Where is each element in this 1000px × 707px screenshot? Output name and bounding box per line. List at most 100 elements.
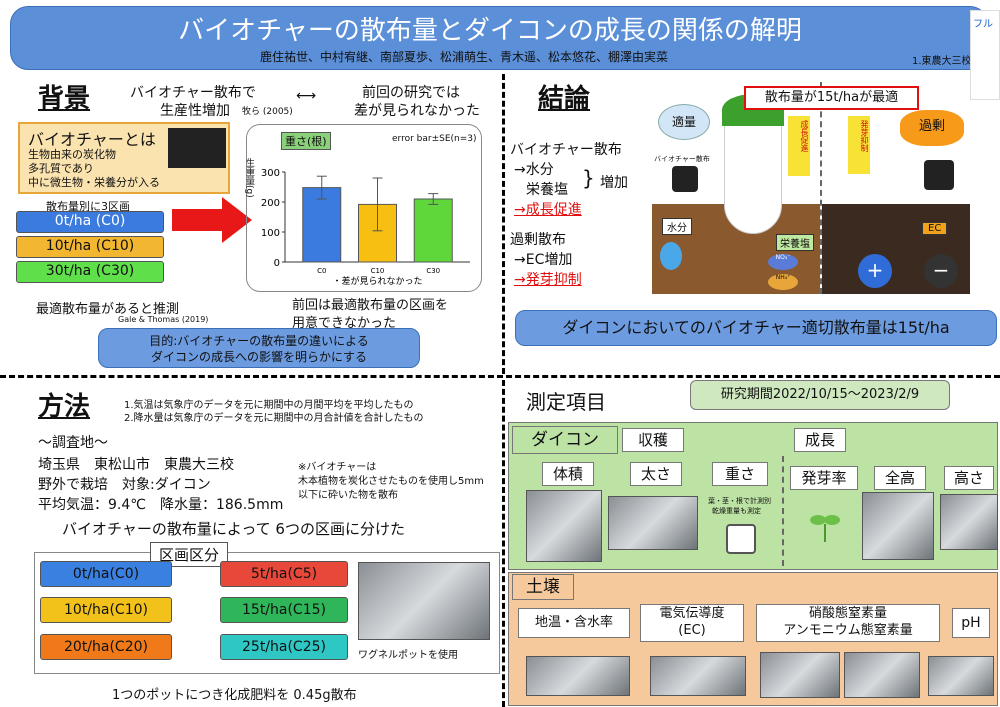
item-volume: 体積	[542, 462, 594, 486]
chart-ylabel: 生重量(g)	[244, 158, 254, 198]
biochar-info-line: 多孔質であり	[28, 162, 94, 175]
concl-line: バイオチャー散布	[510, 142, 622, 158]
chart-frame	[246, 124, 482, 292]
divider-top	[502, 74, 505, 374]
site-title: 〜調査地〜	[38, 435, 108, 451]
plot-c30: 30t/ha (C30)	[16, 261, 164, 283]
concl-line: →水分	[514, 162, 554, 178]
volume-photo	[526, 490, 602, 562]
plot-count: 散布量別に3区画	[46, 200, 130, 213]
item-ammonium: アンモニウム態窒素量	[783, 623, 913, 638]
growth-label: 成長	[794, 428, 846, 452]
tag-germ: 発芽抑制	[848, 116, 870, 174]
pot-caption: ワグネルポットを使用	[358, 650, 458, 661]
nitrate-kit-photo	[760, 652, 840, 698]
cite-gale: Gale & Thomas (2019)	[118, 315, 209, 324]
item-ph: pH	[952, 608, 990, 638]
daikon-label: ダイコン	[512, 426, 618, 454]
tag-nh4: NH₄⁺	[768, 274, 798, 290]
item-nitrogen: 硝酸態窒素量 アンモニウム態窒素量	[756, 604, 940, 642]
y-tick-label: 100	[261, 228, 280, 239]
item-ec: 電気伝導度 (EC)	[640, 604, 744, 642]
plot-c15: 15t/ha(C15)	[220, 597, 348, 623]
biochar-note2: 木本植物を炭化させたものを使用し5mm	[298, 476, 484, 487]
bottom-right-note: 前回は最適散布量の区画を	[292, 298, 449, 313]
measure-divider	[782, 456, 784, 566]
tag-nutrient: 栄養塩	[776, 234, 814, 251]
chart-title: 重さ(根)	[281, 132, 331, 150]
illus-divider	[820, 82, 822, 294]
plot-c25: 25t/ha(C25)	[220, 634, 348, 660]
y-tick-label: 200	[261, 198, 280, 209]
site-line2: 野外で栽培 対象:ダイコン	[38, 477, 211, 493]
sprout-icon	[810, 508, 840, 542]
affiliation: 1.東農大三校	[912, 56, 972, 67]
concl-line: 栄養塩	[526, 182, 568, 198]
site-line3: 平均気温：9.4℃ 降水量：186.5mm	[38, 497, 284, 513]
plot-c10: 10t/ha(C10)	[40, 597, 172, 623]
plot-c0: 0t/ha(C0)	[40, 561, 172, 587]
bottom-right-note2: 用意できなかった	[292, 316, 397, 331]
weight-note2: 乾燥重量も測定	[712, 507, 761, 515]
bar	[413, 198, 453, 263]
method-heading: 方法	[38, 392, 91, 422]
conclusion-text: バイオチャー散布 →水分 栄養塩 →成長促進 過剰散布 →EC増加 →発芽抑制	[510, 140, 622, 290]
site-line1: 埼玉県 東松山市 東農大三校	[38, 457, 234, 473]
period-box: 研究期間2022/10/15〜2023/2/9	[690, 380, 950, 410]
plot-c0: 0t/ha (C0)	[16, 211, 164, 233]
item-height: 高さ	[944, 466, 994, 490]
authors: 鹿住祐世、中村宥継、南部夏歩、松浦萌生、青木遥、松本悠花、棚澤由実菜	[260, 50, 669, 64]
tag-biochar: バイオチャー散布	[654, 155, 710, 163]
concl-line: →成長促進	[514, 202, 582, 218]
y-tick-label: 0	[274, 258, 280, 269]
tag-no3: NO₃⁻	[768, 254, 798, 270]
red-arrow-icon	[172, 197, 252, 243]
tag-excess: 過剰	[900, 110, 964, 146]
tag-ec: EC	[922, 222, 948, 235]
purpose-line2: ダイコンの成長への影響を明らかにする	[150, 350, 368, 364]
biochar-photo	[168, 128, 226, 168]
soil-label: 土壌	[512, 574, 574, 600]
plot-c5: 5t/ha(C5)	[220, 561, 348, 587]
y-tick-label: 300	[261, 168, 280, 179]
item-nitrate: 硝酸態窒素量	[808, 606, 887, 621]
plus-ion-icon: +	[858, 254, 892, 288]
tag-proper: 適量	[658, 104, 710, 140]
plot-c20: 20t/ha(C20)	[40, 634, 172, 660]
pots-photo	[358, 562, 490, 640]
chart-note: error bar±SE(n=3)	[392, 134, 477, 144]
item-ec-line1: 電気伝導度	[659, 606, 725, 621]
conclusion-heading: 結論	[538, 84, 591, 114]
item-weight: 重さ	[712, 462, 768, 486]
water-drop-icon	[660, 242, 682, 270]
biochar-piece-icon	[672, 166, 698, 192]
method-foot1: 1.気温は気象庁のデータを元に期間中の月間平均を平均したもの	[124, 400, 414, 411]
biochar-info-line: 生物由来の炭化物	[28, 148, 116, 161]
method-foot2: 2.降水量は気象庁のデータを元に期間中の月合計値を合計したもの	[124, 413, 424, 424]
biochar-info-title: バイオチャーとは	[28, 130, 156, 149]
corner-tag: フル	[970, 10, 1000, 100]
item-germination: 発芽率	[790, 466, 858, 490]
note-top-left: バイオチャー散布で	[130, 85, 256, 101]
divider-middle	[0, 375, 1000, 378]
weight-note1: 葉・茎・根で計測別	[708, 497, 771, 505]
summary-box: ダイコンにおいてのバイオチャー適切散布量は15t/ha	[515, 310, 997, 346]
concl-line: 過剰散布	[510, 232, 566, 248]
concl-increase: 増加	[600, 175, 628, 191]
item-soil-temp: 地温・含水率	[518, 608, 630, 638]
thickness-photo	[608, 496, 698, 550]
plot-grid-frame	[34, 552, 500, 674]
biochar-info-line: 中に微生物・栄養分が入る	[28, 176, 160, 189]
plot-c10: 10t/ha (C10)	[16, 236, 164, 258]
poster-title: バイオチャーの散布量とダイコンの成長の関係の解明	[178, 16, 802, 46]
thermometer-photo	[526, 656, 630, 696]
ph-meter-photo	[928, 656, 994, 696]
minus-ion-icon: −	[924, 254, 958, 288]
x-tick-label: C30	[426, 267, 440, 275]
harvest-label: 収穫	[622, 428, 684, 452]
item-thickness: 太さ	[630, 462, 682, 486]
x-tick-label: C0	[317, 267, 326, 275]
note-top-right2: 差が見られなかった	[354, 103, 480, 119]
ec-meter-photo	[650, 656, 746, 696]
